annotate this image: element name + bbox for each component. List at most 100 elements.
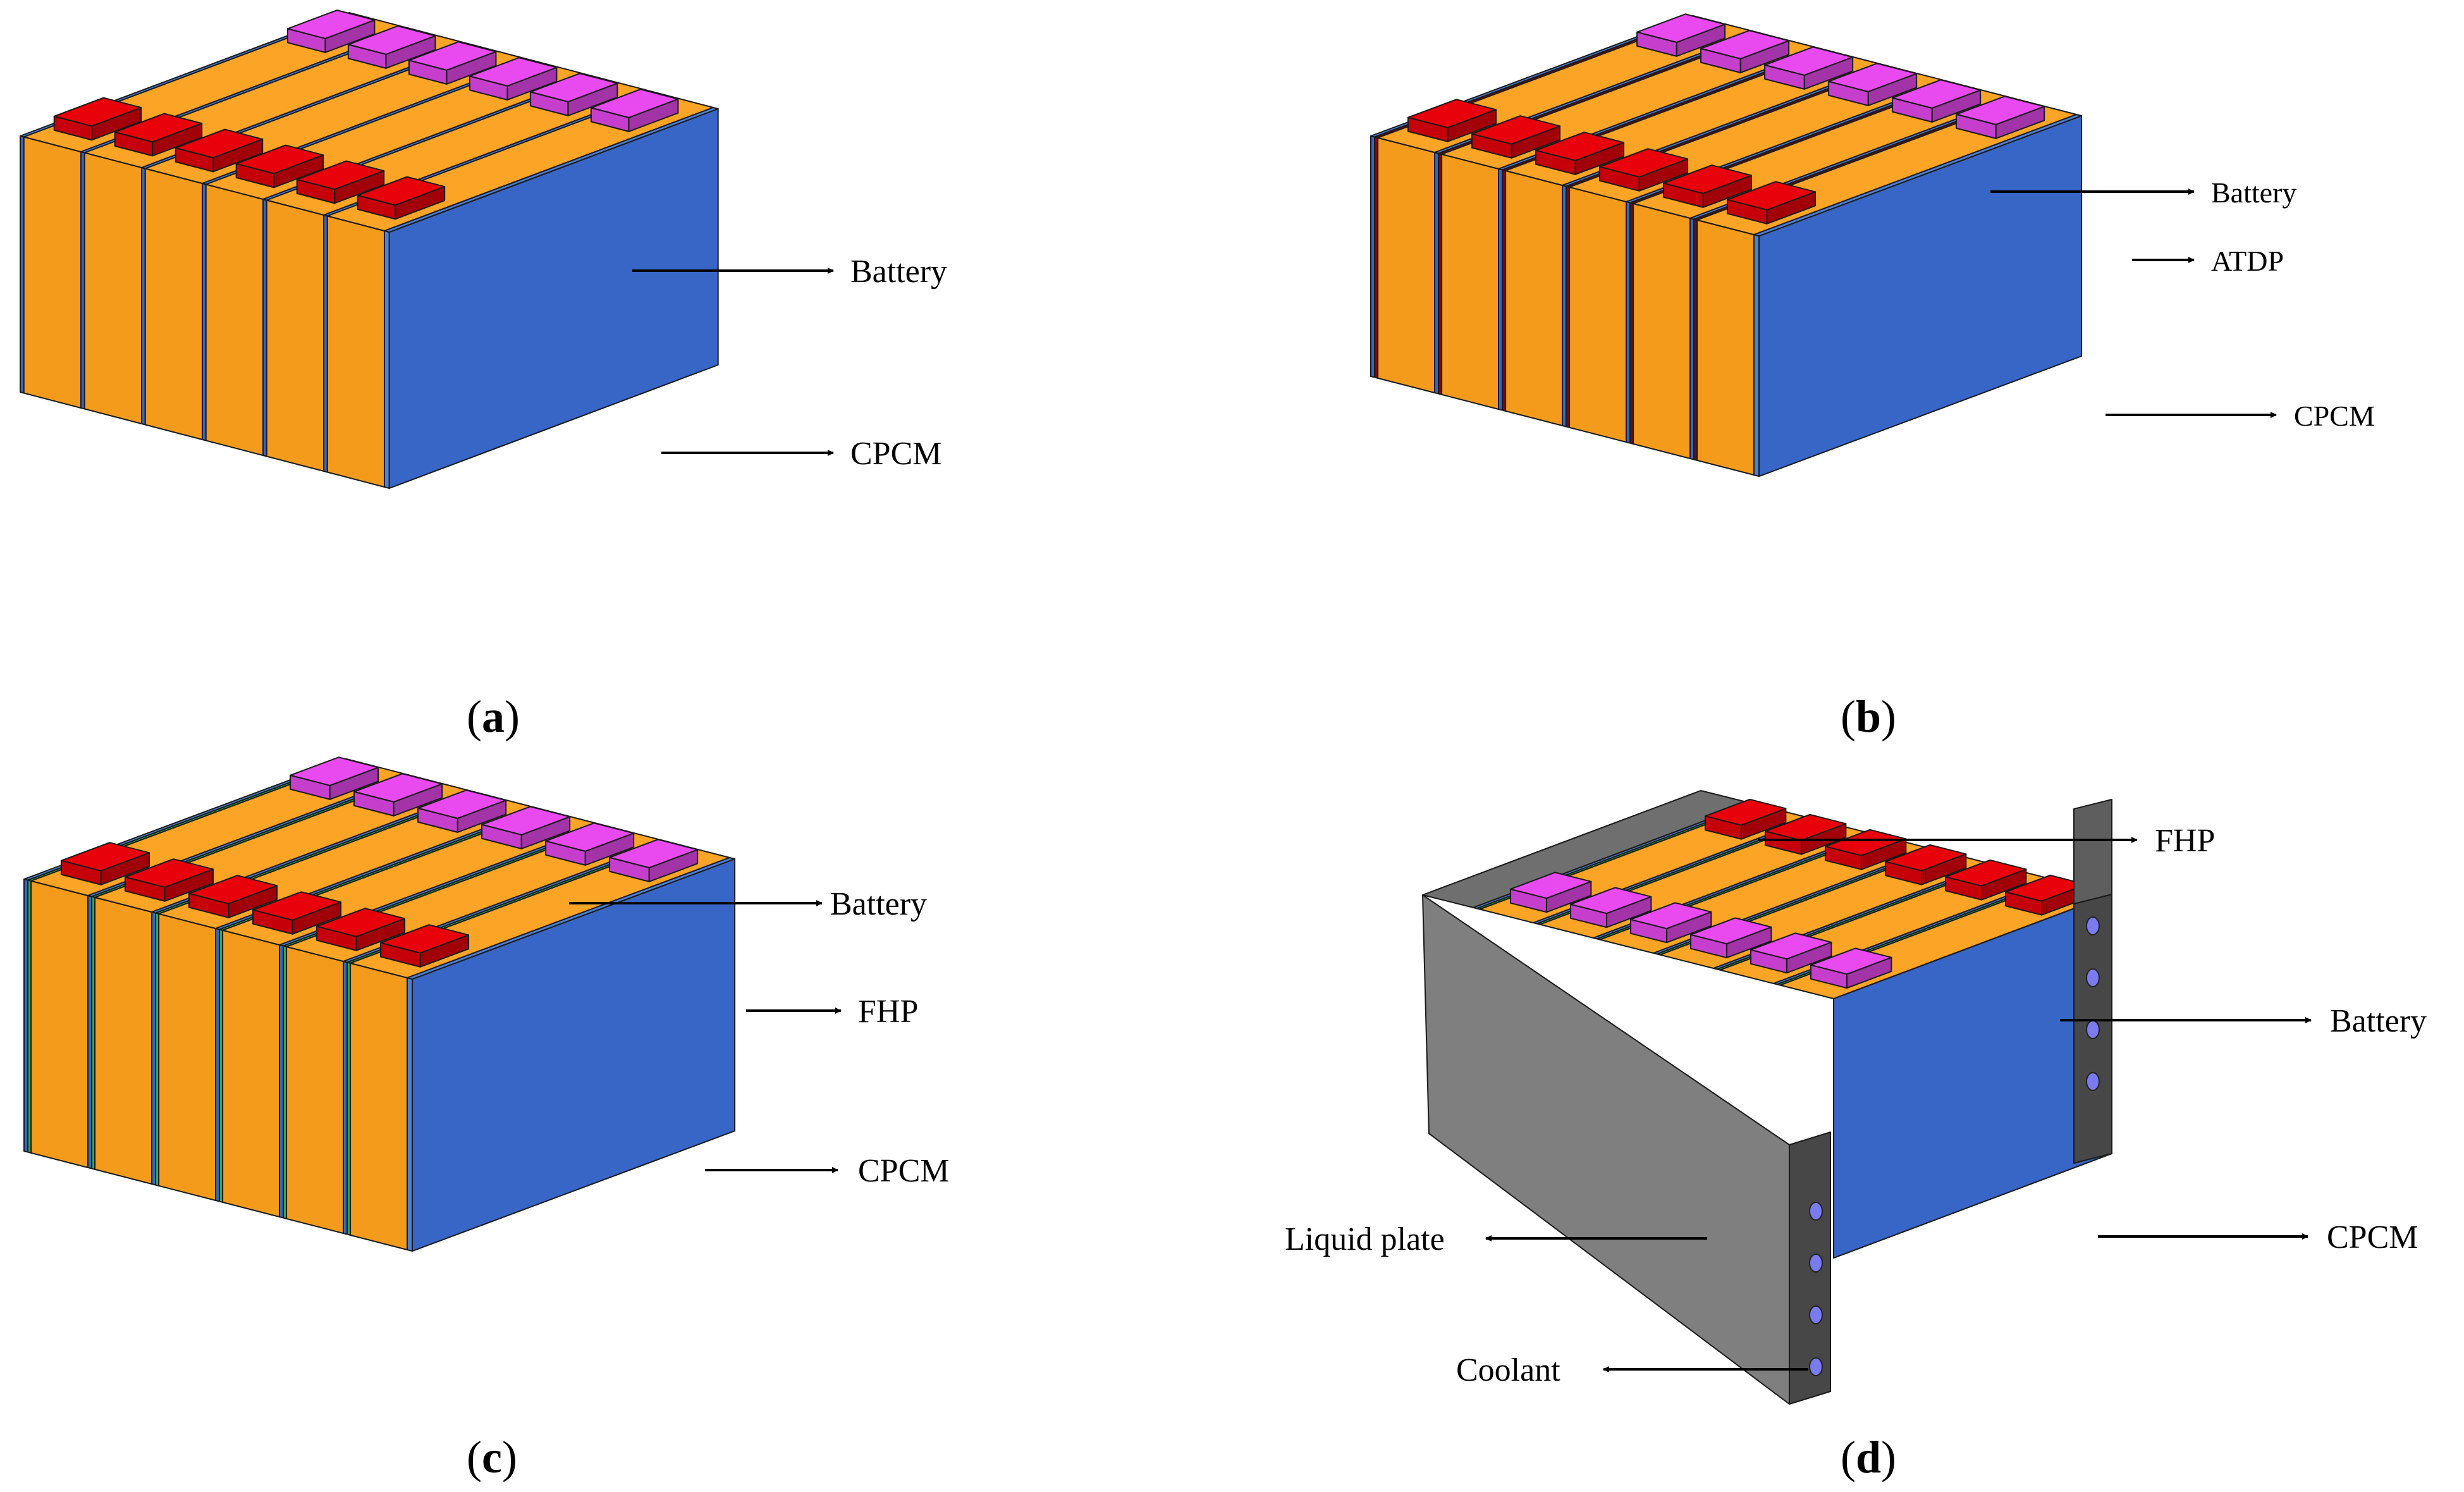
coolant-channel [1809, 1357, 1823, 1376]
positive-tab-top [545, 822, 635, 852]
positive-tab-top [1636, 13, 1726, 43]
coolant-channel [2086, 916, 2100, 935]
liquid-plate-right-top [2073, 799, 2112, 904]
positive-tab-top [1764, 46, 1854, 76]
negative-tab-top [235, 144, 324, 175]
cpcm-end-top [384, 107, 719, 233]
caption-a: (a) [467, 691, 520, 742]
positive-tab-top [590, 89, 679, 118]
coolant-channel [2086, 1072, 2100, 1091]
cpcm-end-top [1753, 114, 2083, 237]
negative-tab-top [175, 128, 264, 159]
label-atdp: ATDP [2211, 245, 2284, 277]
cpcm-end-edge [1753, 234, 1760, 478]
coolant-channel [2086, 968, 2100, 987]
annotations-b: Battery ATDP CPCM [1990, 176, 2375, 432]
negative-tab-top [1407, 99, 1497, 128]
panel-d-liquid-plate-module [1422, 790, 2112, 1405]
negative-tab-top [1598, 148, 1689, 178]
battery-cell-front [1569, 186, 1627, 443]
caption-d: (d) [1841, 1432, 1896, 1483]
coolant-channel [1809, 1202, 1823, 1221]
positive-tab-top [469, 57, 558, 87]
negative-tab-top [188, 875, 278, 904]
positive-tab-top [408, 41, 497, 71]
positive-tab-top [529, 73, 618, 102]
annotations-d: FHP Battery CPCM Liquid plate Coolant [1285, 823, 2427, 1388]
battery-cell-front [350, 962, 408, 1250]
label-cpcm-b: CPCM [2294, 400, 2375, 432]
negative-tab-top [316, 908, 406, 937]
positive-tab-top [1629, 902, 1712, 930]
battery-cell-front [1377, 137, 1435, 393]
positive-tab-top [1828, 63, 1918, 92]
coolant-channel [2086, 1020, 2100, 1039]
battery-cell-front [1441, 153, 1499, 410]
positive-tab-top [417, 789, 507, 819]
cpcm-end-edge [407, 977, 414, 1252]
panel-a-cpcm-module [20, 9, 719, 489]
label-battery-d: Battery [2330, 1003, 2427, 1039]
cpcm-end-edge [384, 230, 390, 489]
panel-c-fhp-module [23, 756, 736, 1252]
battery-cell-front [1696, 219, 1755, 476]
coolant-channel [1809, 1254, 1823, 1273]
negative-tab-top [1944, 859, 2027, 887]
panel-b-atdp-module [1370, 13, 2083, 478]
label-fhp-c: FHP [858, 994, 918, 1030]
positive-tab-top [286, 9, 376, 39]
positive-tab-top [1892, 79, 1982, 109]
caption-c: (c) [467, 1432, 517, 1483]
negative-tab-top [1726, 181, 1817, 211]
battery-cell-front [205, 183, 264, 456]
positive-tab-top [290, 756, 379, 786]
label-cpcm-a: CPCM [850, 436, 942, 472]
negative-tab-top [1662, 164, 1753, 194]
battery-cell-front [23, 136, 82, 409]
battery-cell-front [83, 152, 142, 424]
positive-tab-top [1810, 947, 1892, 975]
label-cpcm-d: CPCM [2327, 1219, 2418, 1255]
negative-tab-top [1471, 115, 1561, 145]
negative-tab-top [1884, 844, 1967, 872]
battery-cell-front [266, 199, 324, 472]
negative-tab-top [1535, 132, 1625, 161]
positive-tab-top [1700, 30, 1790, 59]
label-liquid-plate: Liquid plate [1285, 1221, 1445, 1257]
annotations-c: Battery FHP CPCM [569, 886, 950, 1189]
battery-cell-front [1633, 202, 1691, 459]
negative-tab-top [357, 176, 446, 206]
positive-tab-top [1569, 887, 1652, 915]
annotations-a: Battery CPCM [632, 254, 947, 472]
positive-tab-top [1509, 872, 1592, 899]
label-battery-c: Battery [830, 886, 927, 922]
negative-tab-top [296, 160, 385, 190]
battery-cell-front [30, 880, 89, 1168]
positive-tab-top [353, 773, 443, 803]
positive-tab-top [1750, 932, 1832, 960]
battery-cell-front [158, 913, 216, 1201]
positive-tab-top [1956, 96, 2045, 125]
positive-tab-top [347, 25, 436, 55]
battery-cell-front [144, 168, 203, 440]
battery-cell-front [222, 929, 280, 1218]
caption-b: (b) [1841, 691, 1896, 742]
battery-cell-front [94, 896, 152, 1185]
positive-tab-top [481, 806, 571, 835]
coolant-channel [1809, 1305, 1823, 1324]
negative-tab-top [60, 842, 150, 872]
label-cpcm-c: CPCM [858, 1153, 950, 1189]
battery-cell-front [326, 215, 385, 488]
positive-tab-top [1689, 917, 1772, 945]
liquid-plate-left-front [1789, 1131, 1831, 1405]
label-fhp-d: FHP [2155, 823, 2215, 859]
battery-cell-front [1505, 170, 1563, 426]
label-coolant: Coolant [1456, 1352, 1560, 1388]
negative-tab-top [379, 924, 470, 954]
negative-tab-top [1764, 813, 1847, 841]
battery-cell-front [286, 946, 344, 1234]
label-battery-a: Battery [850, 254, 947, 290]
negative-tab-top [252, 891, 342, 921]
negative-tab-top [114, 113, 203, 143]
